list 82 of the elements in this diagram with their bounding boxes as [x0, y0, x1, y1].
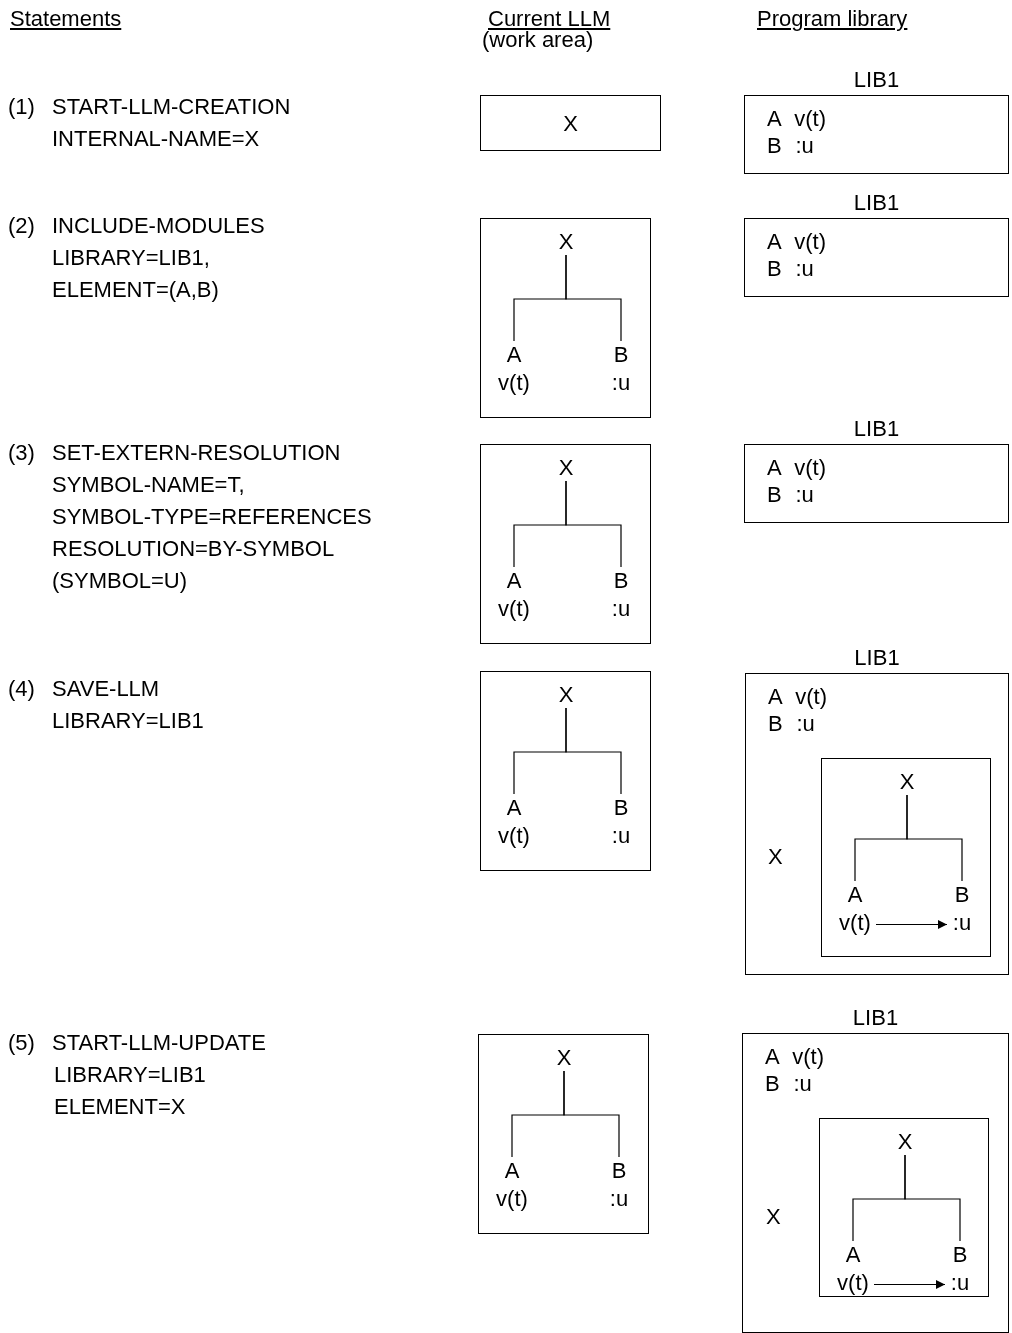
statement-text: START-LLM-CREATION: [52, 93, 291, 121]
connector-line: [565, 254, 622, 342]
module-name: B: [954, 881, 970, 909]
statement-text: ELEMENT=(A,B): [52, 276, 219, 304]
statement-text: (5): [8, 1029, 35, 1057]
llm-name: X: [556, 453, 576, 481]
statement-text: SET-EXTERN-RESOLUTION: [52, 439, 341, 467]
llm-box: X: [480, 95, 661, 151]
element-name: X: [768, 843, 783, 871]
statement-text: RESOLUTION=BY-SYMBOL: [52, 535, 335, 563]
module-name: B: [952, 1241, 968, 1269]
symbol-name: :u: [611, 595, 631, 623]
work-area-box: [480, 444, 651, 644]
library-name: LIB1: [852, 189, 901, 217]
module-name: A: [506, 794, 522, 822]
module-name: A: [845, 1241, 861, 1269]
module-name: B: [613, 341, 629, 369]
module-entry: A v(t): [767, 228, 827, 255]
library-name: LIB1: [851, 1004, 900, 1032]
statement-text: SYMBOL-TYPE=REFERENCES: [52, 503, 372, 531]
symbol-name: v(t): [498, 822, 530, 850]
module-name: B: [613, 794, 629, 822]
module-name: B: [613, 567, 629, 595]
statement-text: INCLUDE-MODULES: [52, 212, 265, 240]
symbol-name: v(t): [837, 1269, 869, 1297]
module-entry: B :u: [767, 132, 814, 159]
module-entry: A v(t): [767, 105, 827, 132]
symbol-name: v(t): [498, 595, 530, 623]
module-name: A: [506, 341, 522, 369]
module-name: A: [506, 567, 522, 595]
statement-text: (3): [8, 439, 35, 467]
symbol-name: v(t): [498, 369, 530, 397]
work-area-box: [480, 218, 651, 418]
symbol-name: :u: [611, 822, 631, 850]
library-name: LIB1: [852, 415, 901, 443]
module-name: A: [847, 881, 863, 909]
symbol-name: :u: [609, 1185, 629, 1213]
statement-text: INTERNAL-NAME=X: [52, 125, 260, 153]
symbol-name: :u: [611, 369, 631, 397]
statement-text: LIBRARY=LIB1: [52, 707, 204, 735]
llm-name: X: [556, 680, 576, 708]
connector-line: [906, 794, 963, 882]
module-entry: A v(t): [768, 683, 828, 710]
statement-text: SYMBOL-NAME=T,: [52, 471, 245, 499]
symbol-name: :u: [952, 909, 972, 937]
work-area-box: [478, 1034, 649, 1234]
column-heading: Program library: [757, 5, 908, 33]
symbol-name: v(t): [839, 909, 871, 937]
connector-line: [565, 480, 622, 568]
module-name: B: [611, 1157, 627, 1185]
statement-text: LIBRARY=LIB1,: [52, 244, 210, 272]
work-area-box: [480, 671, 651, 871]
symbol-name: v(t): [496, 1185, 528, 1213]
module-entry: B :u: [768, 710, 815, 737]
connector-line: [904, 1154, 961, 1242]
statement-text: LIBRARY=LIB1: [54, 1061, 206, 1089]
connector-line: [563, 1070, 620, 1158]
library-name: LIB1: [852, 66, 901, 94]
module-entry: A v(t): [765, 1043, 825, 1070]
llm-name: X: [895, 1127, 915, 1155]
statement-text: ELEMENT=X: [54, 1093, 186, 1121]
llm-name: X: [554, 1043, 574, 1071]
statement-text: (2): [8, 212, 35, 240]
library-name: LIB1: [853, 644, 901, 672]
column-heading: Statements: [10, 5, 122, 33]
module-entry: B :u: [765, 1070, 812, 1097]
arrow: [873, 1280, 946, 1289]
statement-text: (SYMBOL=U): [52, 567, 188, 595]
module-entry: B :u: [767, 255, 814, 282]
module-entry: B :u: [767, 481, 814, 508]
statement-text: START-LLM-UPDATE: [52, 1029, 266, 1057]
llm-name: X: [897, 767, 917, 795]
statement-text: (4): [8, 675, 35, 703]
connector-line: [565, 707, 622, 795]
symbol-name: :u: [950, 1269, 970, 1297]
statement-text: SAVE-LLM: [52, 675, 160, 703]
statement-text: (1): [8, 93, 35, 121]
element-name: X: [766, 1203, 781, 1231]
module-entry: A v(t): [767, 454, 827, 481]
arrow: [875, 920, 948, 929]
module-name: A: [504, 1157, 520, 1185]
llm-name: X: [556, 227, 576, 255]
